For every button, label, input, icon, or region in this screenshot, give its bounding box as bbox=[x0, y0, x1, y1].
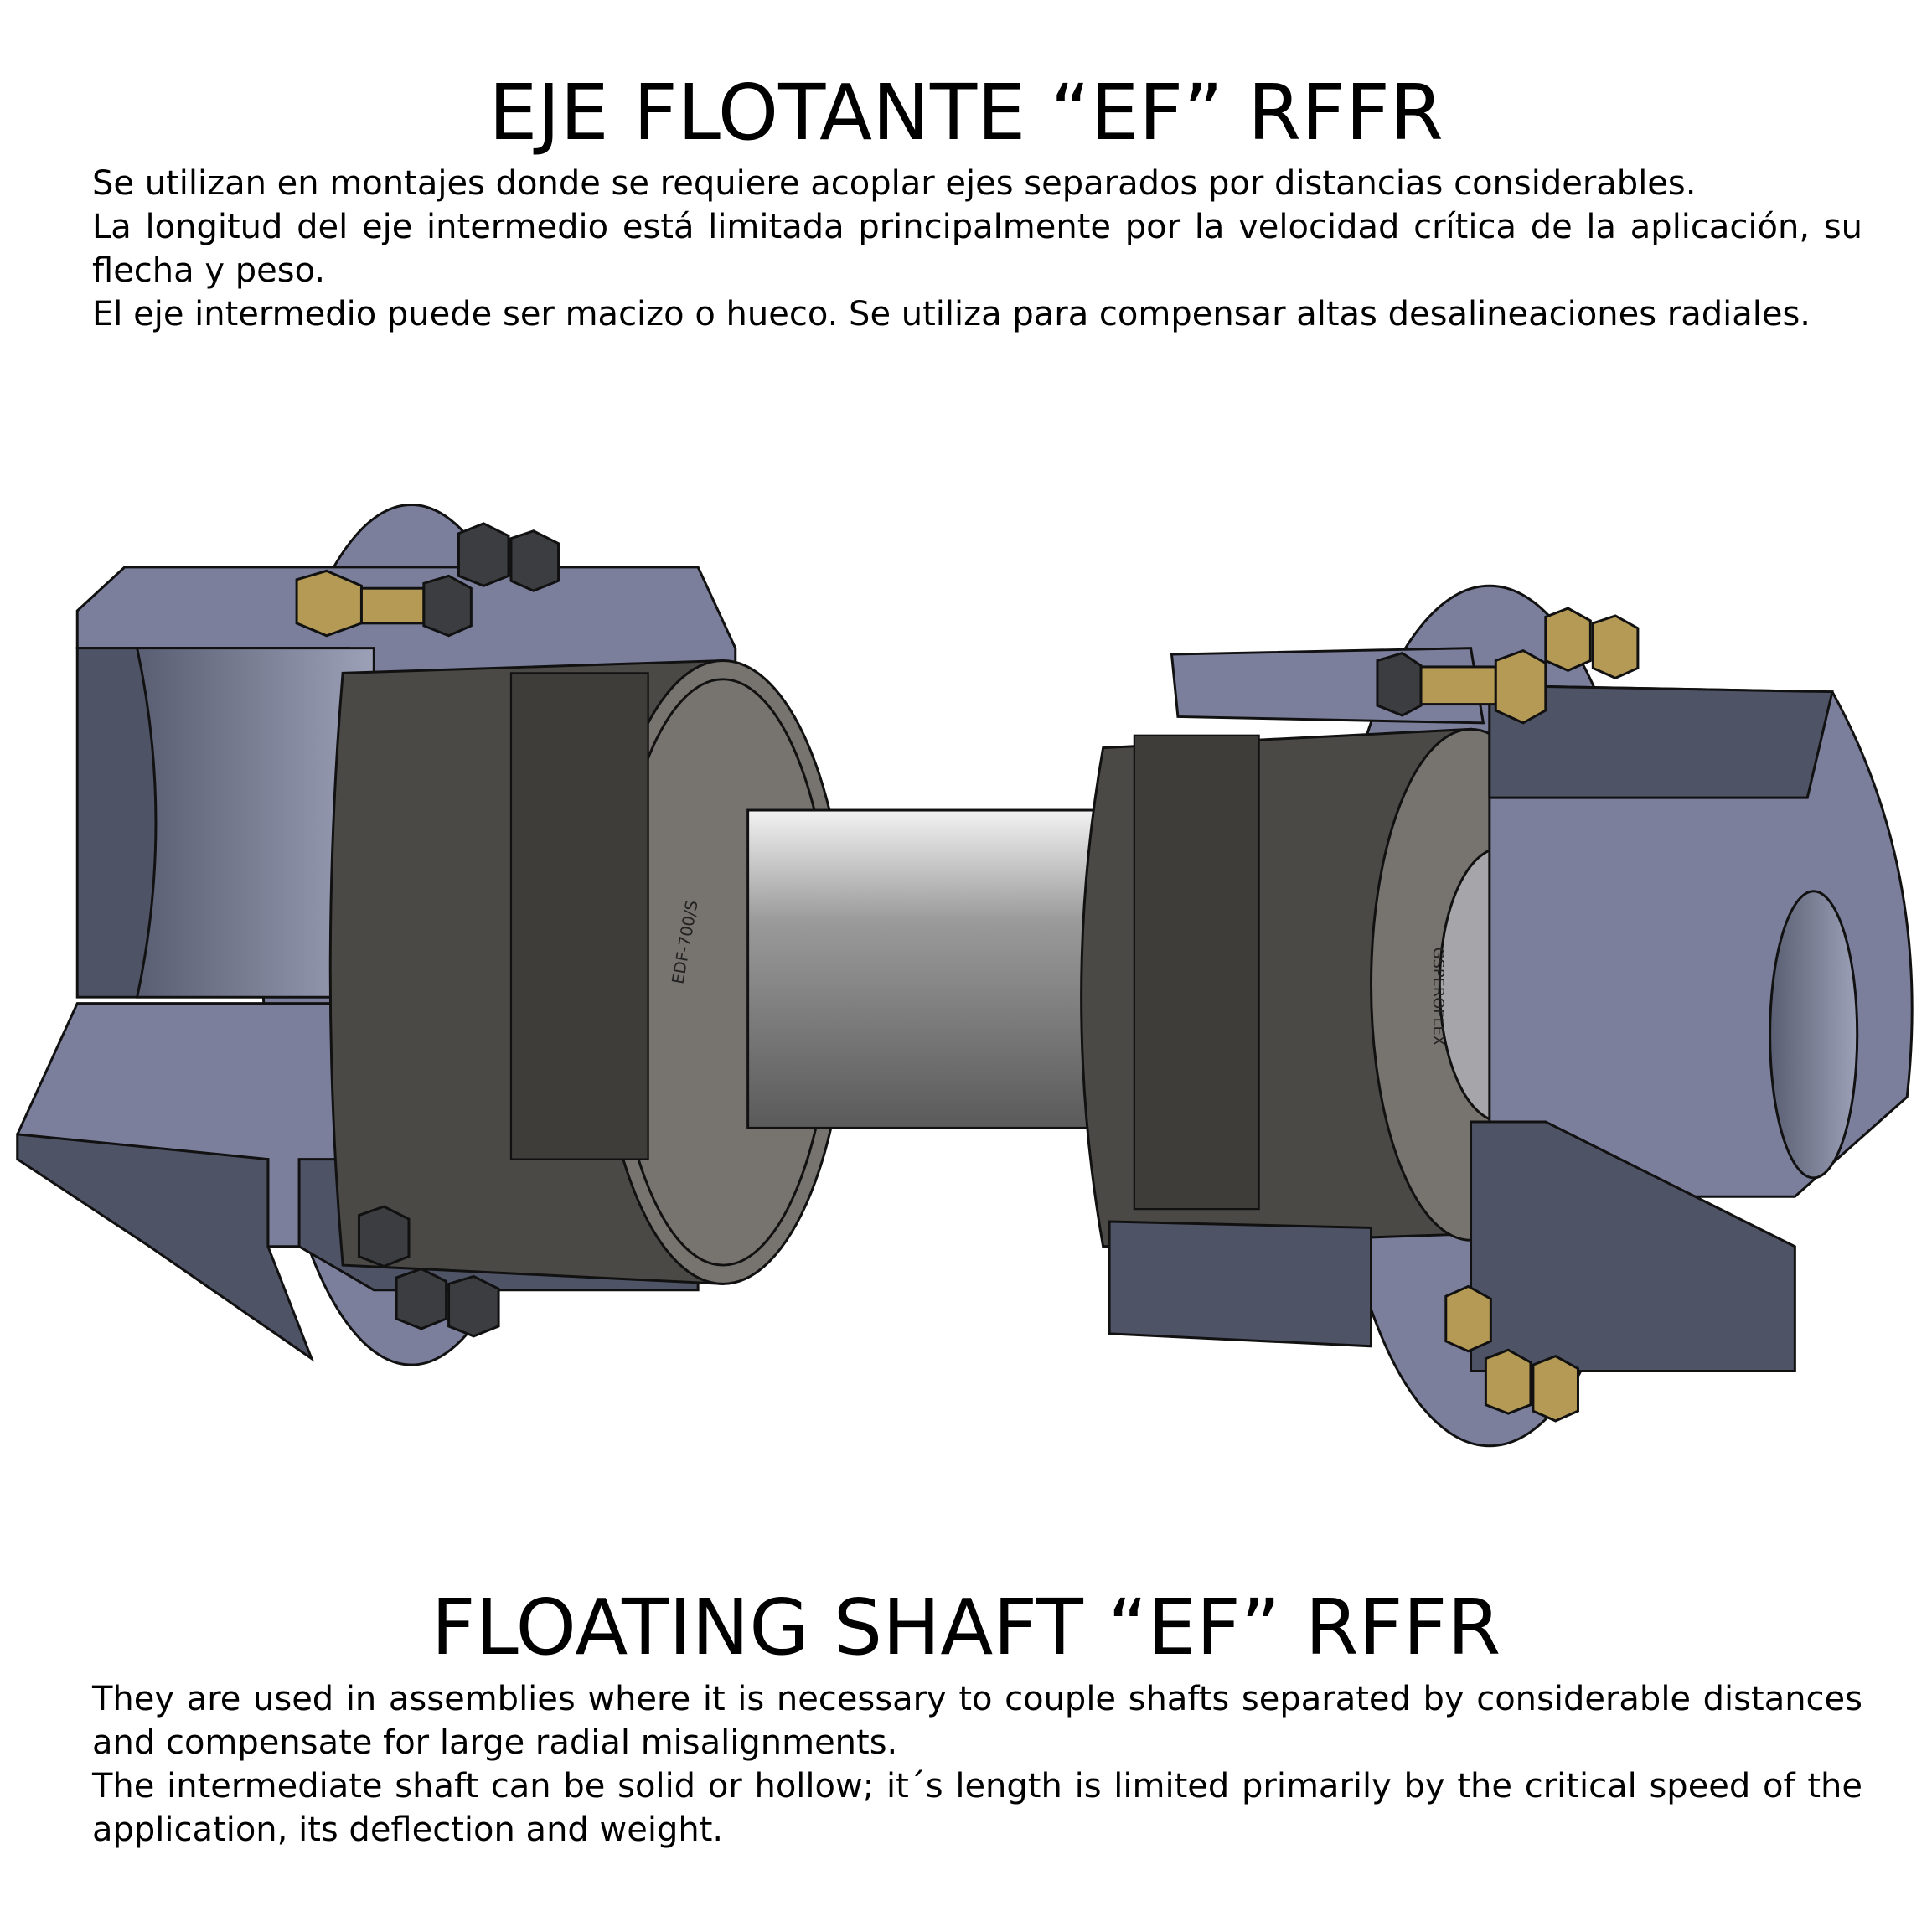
nut-icon bbox=[357, 1205, 411, 1268]
bolt-head-icon bbox=[1444, 1284, 1492, 1353]
spanish-title: EJE FLOTANTE “EF” RFFR bbox=[488, 68, 1444, 158]
nut-icon bbox=[422, 574, 473, 638]
bolt-thread bbox=[1419, 665, 1497, 706]
nut-icon bbox=[447, 1274, 500, 1338]
spanish-description: Se utilizan en montajes donde se requier… bbox=[92, 162, 1862, 336]
nut-icon bbox=[1376, 651, 1423, 717]
left-coupling: EDF-700/S bbox=[16, 504, 850, 1366]
bolt-head-icon bbox=[1544, 607, 1592, 673]
right-sleeve-marking: GSPEROFLEX bbox=[1429, 948, 1447, 1046]
bolt-thread bbox=[359, 586, 426, 625]
english-description: They are used in assemblies where it is … bbox=[92, 1677, 1862, 1852]
right-bolts bbox=[1376, 607, 1640, 1423]
bolt-head-icon bbox=[1591, 614, 1640, 679]
english-paragraph-2: The intermediate shaft can be solid or h… bbox=[92, 1767, 1862, 1849]
bolt-head-icon bbox=[1494, 648, 1547, 725]
spanish-paragraph-2: La longitud del eje intermedio está limi… bbox=[92, 208, 1862, 290]
spanish-paragraph-1: Se utilizan en montajes donde se requier… bbox=[92, 164, 1697, 203]
bolt-head-icon bbox=[1532, 1355, 1579, 1423]
bolt-head-icon bbox=[295, 569, 363, 638]
right-coupling: GSPEROFLEX bbox=[1080, 584, 1914, 1448]
left-gear-teeth bbox=[509, 672, 649, 1160]
right-gear-teeth bbox=[1133, 734, 1260, 1211]
nut-icon bbox=[395, 1267, 448, 1330]
intermediate-shaft bbox=[746, 808, 1105, 1129]
nut-icon bbox=[509, 529, 560, 592]
right-hub-bore bbox=[1769, 890, 1859, 1180]
nut-icon bbox=[457, 522, 510, 587]
english-title: FLOATING SHAFT “EF” RFFR bbox=[431, 1583, 1501, 1672]
bolt-head-icon bbox=[1484, 1348, 1532, 1415]
spanish-paragraph-3: El eje intermedio puede ser macizo o hue… bbox=[92, 295, 1811, 333]
left-hub-bore bbox=[135, 647, 375, 999]
english-paragraph-1: They are used in assemblies where it is … bbox=[92, 1680, 1862, 1762]
left-bolts bbox=[295, 522, 560, 1338]
